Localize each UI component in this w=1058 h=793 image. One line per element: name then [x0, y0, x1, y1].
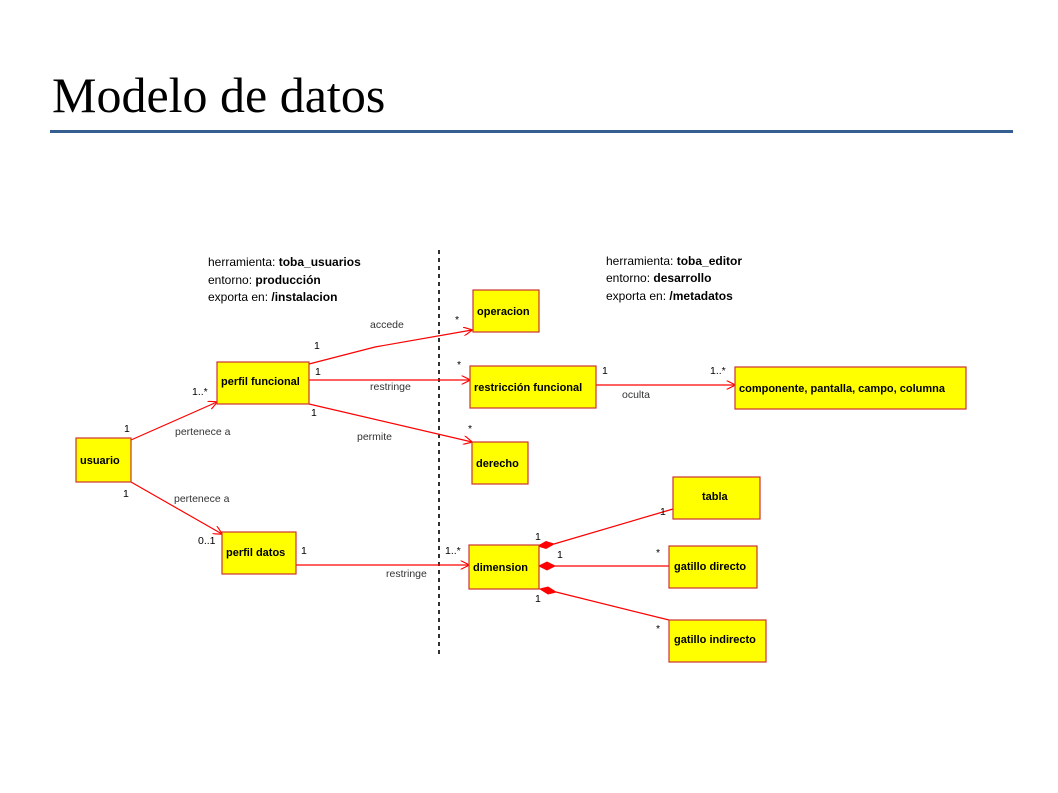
entity-usuario: usuario [75, 437, 132, 483]
svg-text:restringe: restringe [386, 568, 427, 580]
title-rule [50, 130, 1013, 133]
svg-text:gatillo directo: gatillo directo [674, 561, 746, 573]
svg-text:1..*: 1..* [710, 365, 726, 377]
entity-gatillo-indirecto: gatillo indirecto [668, 619, 767, 663]
svg-text:0..1: 0..1 [198, 535, 216, 547]
svg-text:perfil datos: perfil datos [226, 547, 285, 559]
entity-perfil-datos: perfil datos [221, 531, 297, 575]
svg-text:perfil funcional: perfil funcional [221, 376, 300, 388]
svg-text:derecho: derecho [476, 458, 519, 470]
composition-diamond-gatillo-indirecto [538, 586, 558, 595]
edge-gatillo-indirecto-dimension [555, 591, 670, 621]
entity-perfil-funcional: perfil funcional [216, 361, 310, 405]
association-labels: pertenece a pertenece a accede restringe… [174, 319, 650, 580]
svg-text:entorno: producción: entorno: producción [208, 273, 321, 287]
composition-diamond-tabla [536, 540, 556, 550]
slide-title: Modelo de datos [52, 67, 386, 123]
svg-text:1: 1 [557, 549, 563, 561]
svg-text:herramienta: toba_usuarios: herramienta: toba_usuarios [208, 255, 361, 269]
svg-text:dimension: dimension [473, 562, 528, 574]
svg-text:restricción funcional: restricción funcional [474, 382, 582, 394]
edge-usuario-perfil-funcional [130, 402, 217, 441]
svg-text:componente, pantalla, campo, c: componente, pantalla, campo, columna [739, 383, 946, 395]
edge-usuario-perfil-datos [130, 481, 222, 534]
svg-text:exporta en: /instalacion: exporta en: /instalacion [208, 290, 337, 304]
entity-gatillo-directo: gatillo directo [668, 545, 758, 589]
composition-diamond-gatillo-directo [537, 561, 557, 571]
svg-text:pertenece a: pertenece a [174, 493, 230, 505]
svg-text:exporta en: /metadatos: exporta en: /metadatos [606, 289, 733, 303]
svg-text:gatillo indirecto: gatillo indirecto [674, 634, 756, 646]
svg-text:tabla: tabla [702, 491, 729, 503]
svg-text:*: * [656, 547, 660, 559]
svg-text:1: 1 [124, 423, 130, 435]
multiplicities: 1 1..* 1 0..1 1 * 1 * 1 * 1 1..* 1 1..* … [123, 314, 726, 635]
svg-text:oculta: oculta [622, 389, 650, 401]
svg-text:*: * [468, 423, 472, 435]
svg-text:1: 1 [314, 340, 320, 352]
edge-accede [308, 330, 472, 365]
svg-text:usuario: usuario [80, 455, 120, 467]
entity-restriccion-funcional: restricción funcional [469, 365, 597, 409]
svg-text:*: * [455, 314, 459, 326]
svg-text:accede: accede [370, 319, 404, 331]
environment-left: herramienta: toba_usuarios entorno: prod… [208, 255, 361, 304]
edge-tabla-dimension [553, 508, 674, 545]
entity-dimension: dimension [468, 544, 540, 590]
svg-text:1..*: 1..* [192, 386, 208, 398]
svg-text:permite: permite [357, 431, 392, 443]
environment-right: herramienta: toba_editor entorno: desarr… [606, 254, 742, 303]
svg-text:1: 1 [602, 365, 608, 377]
svg-text:*: * [656, 623, 660, 635]
svg-text:1: 1 [660, 506, 666, 518]
svg-text:1: 1 [311, 407, 317, 419]
svg-text:1..*: 1..* [445, 545, 461, 557]
svg-text:1: 1 [123, 488, 129, 500]
edge-permite [308, 403, 472, 442]
svg-text:restringe: restringe [370, 381, 411, 393]
svg-text:1: 1 [535, 593, 541, 605]
svg-text:herramienta: toba_editor: herramienta: toba_editor [606, 254, 742, 268]
svg-text:1: 1 [315, 366, 321, 378]
svg-text:entorno: desarrollo: entorno: desarrollo [606, 271, 711, 285]
svg-text:1: 1 [301, 545, 307, 557]
entity-componente: componente, pantalla, campo, columna [734, 366, 967, 410]
entity-tabla: tabla [672, 476, 761, 520]
svg-text:operacion: operacion [477, 306, 530, 318]
entity-operacion: operacion [472, 289, 540, 333]
relations [130, 330, 735, 621]
svg-text:*: * [457, 359, 461, 371]
svg-text:pertenece a: pertenece a [175, 426, 231, 438]
entity-derecho: derecho [471, 441, 529, 485]
svg-text:1: 1 [535, 531, 541, 543]
